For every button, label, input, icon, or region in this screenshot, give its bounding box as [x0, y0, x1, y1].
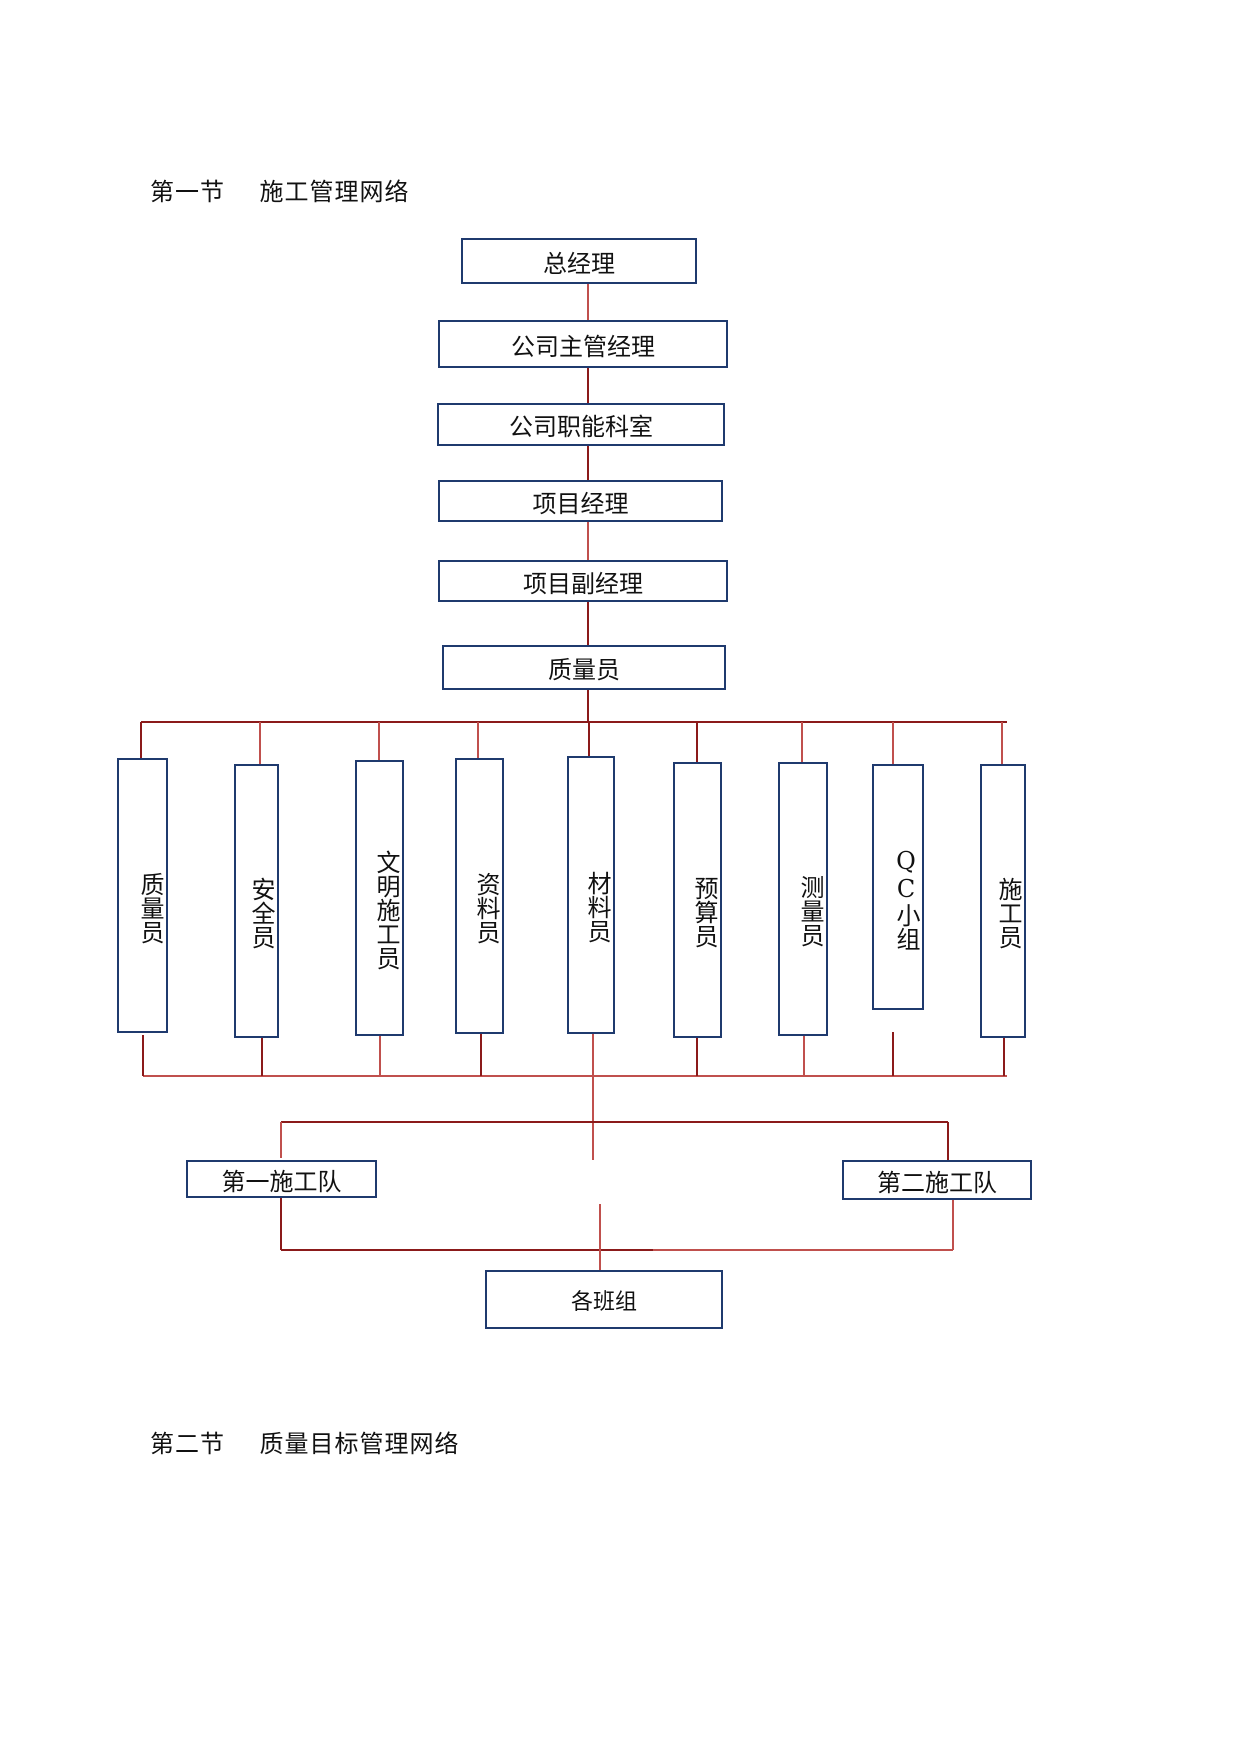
staff-box-documents: 资料员	[455, 758, 504, 1034]
deputy-project-manager-box: 项目副经理	[438, 560, 728, 602]
company-departments-box: 公司职能科室	[437, 403, 725, 446]
staff-box-civilized-construction: 文明施工员	[355, 760, 404, 1036]
staff-label: 质量员	[136, 871, 164, 944]
general-manager-box: 总经理	[461, 238, 697, 284]
work-groups-box: 各班组	[485, 1270, 723, 1329]
staff-label: 资料员	[472, 872, 500, 944]
staff-box-materials: 材料员	[567, 756, 615, 1034]
staff-label: 测量员	[796, 875, 824, 947]
company-manager-box: 公司主管经理	[438, 320, 728, 368]
quality-inspector-box: 质量员	[442, 645, 726, 690]
staff-label: 文明施工员	[372, 850, 400, 970]
staff-label: 施工员	[994, 877, 1022, 949]
team-2-box: 第二施工队	[842, 1160, 1032, 1200]
staff-label: 安全员	[247, 877, 275, 949]
staff-box-construction: 施工员	[980, 764, 1026, 1038]
staff-box-budget: 预算员	[673, 762, 722, 1038]
section-2-heading: 第二节 质量目标管理网络	[150, 1430, 460, 1458]
team-1-box: 第一施工队	[186, 1160, 377, 1198]
staff-label: QC小组	[892, 847, 920, 951]
staff-box-qc-group: QC小组	[872, 764, 924, 1010]
project-manager-box: 项目经理	[438, 480, 723, 522]
staff-label: 材料员	[583, 871, 611, 943]
staff-box-survey: 测量员	[778, 762, 828, 1036]
section-1-heading: 第一节 施工管理网络	[150, 178, 410, 206]
staff-label: 预算员	[690, 876, 718, 948]
staff-box-safety: 安全员	[234, 764, 279, 1038]
staff-box-quality: 质量员	[117, 758, 168, 1033]
